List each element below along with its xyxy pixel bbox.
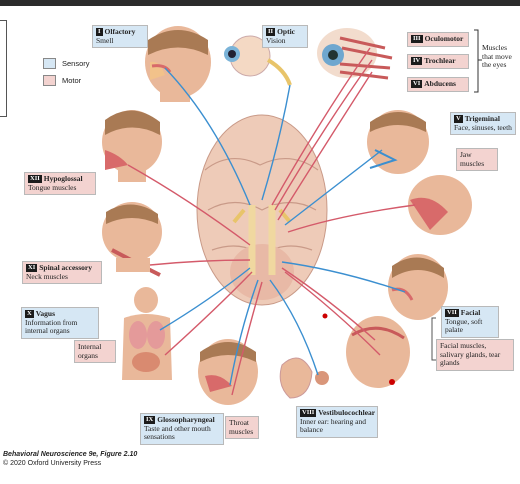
eye-muscles-label: Muscles that move the eyes [482,43,512,69]
vestibulocochlear-name: Vestibulocochlear [318,408,376,417]
legend-sensory-label: Sensory [62,59,90,68]
label-facial-muscles: Facial muscles, salivary glands, tear gl… [436,339,514,371]
glossopharyngeal-desc: Taste and other mouth sensations [144,423,211,441]
trigeminal-desc: Face, sinuses, teeth [454,122,512,132]
side-panel-edge [0,20,7,117]
credit: Behavioral Neuroscience 9e, Figure 2.10 … [3,450,137,468]
label-internal-organs: Internal organs [74,340,116,363]
legend: Sensory Motor [43,58,90,92]
optic-desc: Vision [266,35,286,45]
label-jaw-muscles: Jaw muscles [456,148,498,171]
spinal-accessory-number: XI [26,264,38,273]
eye-optic-illustration [224,35,292,86]
abducens-number: VI [411,80,423,89]
ear-vestibulocochlear-illustration [279,357,329,399]
legend-motor-label: Motor [62,76,82,85]
optic-name: Optic [277,27,295,36]
oculomotor-name: Oculomotor [424,34,464,43]
nerve-lines [127,47,416,396]
sensory-swatch [43,58,56,69]
oculomotor-number: III [411,35,423,44]
eye-muscles-bracket [474,29,482,93]
trochlear-name: Trochlear [424,56,456,65]
top-bar [0,0,520,6]
facial-muscles-text: Facial muscles, salivary glands, tear gl… [440,341,501,367]
facial-desc: Tongue, soft palate [445,316,483,334]
vagus-name: Vagus [35,309,56,318]
head-facial-muscles-illustration [346,316,410,388]
jaw-muscles-text: Jaw muscles [460,150,485,168]
brain-illustration [196,114,328,306]
head-glossopharyngeal-illustration [198,339,258,405]
hypoglossal-name: Hypoglossal [43,174,83,183]
marker-dot [322,313,328,319]
legend-sensory: Sensory [43,58,90,69]
vagus-number: X [25,310,34,319]
legend-motor: Motor [43,75,90,86]
head-facial-illustration [388,254,448,320]
hypoglossal-number: XII [28,175,42,184]
glossopharyngeal-number: IX [144,416,156,425]
spinal-accessory-desc: Neck muscles [26,271,68,281]
label-throat-muscles: Throat muscles [225,416,259,439]
head-spinal-accessory-illustration [102,202,162,277]
glossopharyngeal-name: Glossopharyngeal [157,415,215,424]
facial-name: Facial [460,308,481,317]
trigeminal-name: Trigeminal [464,114,500,123]
vestibulocochlear-number: VIII [300,409,317,418]
head-trigeminal-illustration [367,110,429,174]
olfactory-name: Olfactory [104,27,136,36]
facial-bracket [431,317,436,361]
torso-vagus-illustration [122,287,172,380]
trochlear-number: IV [411,57,423,66]
olfactory-desc: Smell [96,35,114,45]
credit-title: Behavioral Neuroscience 9e, Figure 2.10 [3,451,138,458]
hypoglossal-desc: Tongue muscles [28,182,77,192]
internal-organs-text: Internal organs [78,342,102,360]
head-jaw-illustration [408,175,472,235]
motor-swatch [43,75,56,86]
head-olfactory-illustration [145,26,211,102]
throat-muscles-text: Throat muscles [229,418,254,436]
credit-copyright: © 2020 Oxford University Press [3,460,102,467]
olfactory-number: I [96,28,103,37]
head-hypoglossal-illustration [102,110,162,182]
vestibulocochlear-desc: Inner ear: hearing and balance [300,416,367,434]
optic-number: II [266,28,276,37]
trigeminal-number: V [454,115,463,124]
abducens-name: Abducens [424,79,456,88]
spinal-accessory-name: Spinal accessory [39,263,92,272]
vagus-desc: Information from internal organs [25,317,78,335]
facial-number: VII [445,309,459,318]
